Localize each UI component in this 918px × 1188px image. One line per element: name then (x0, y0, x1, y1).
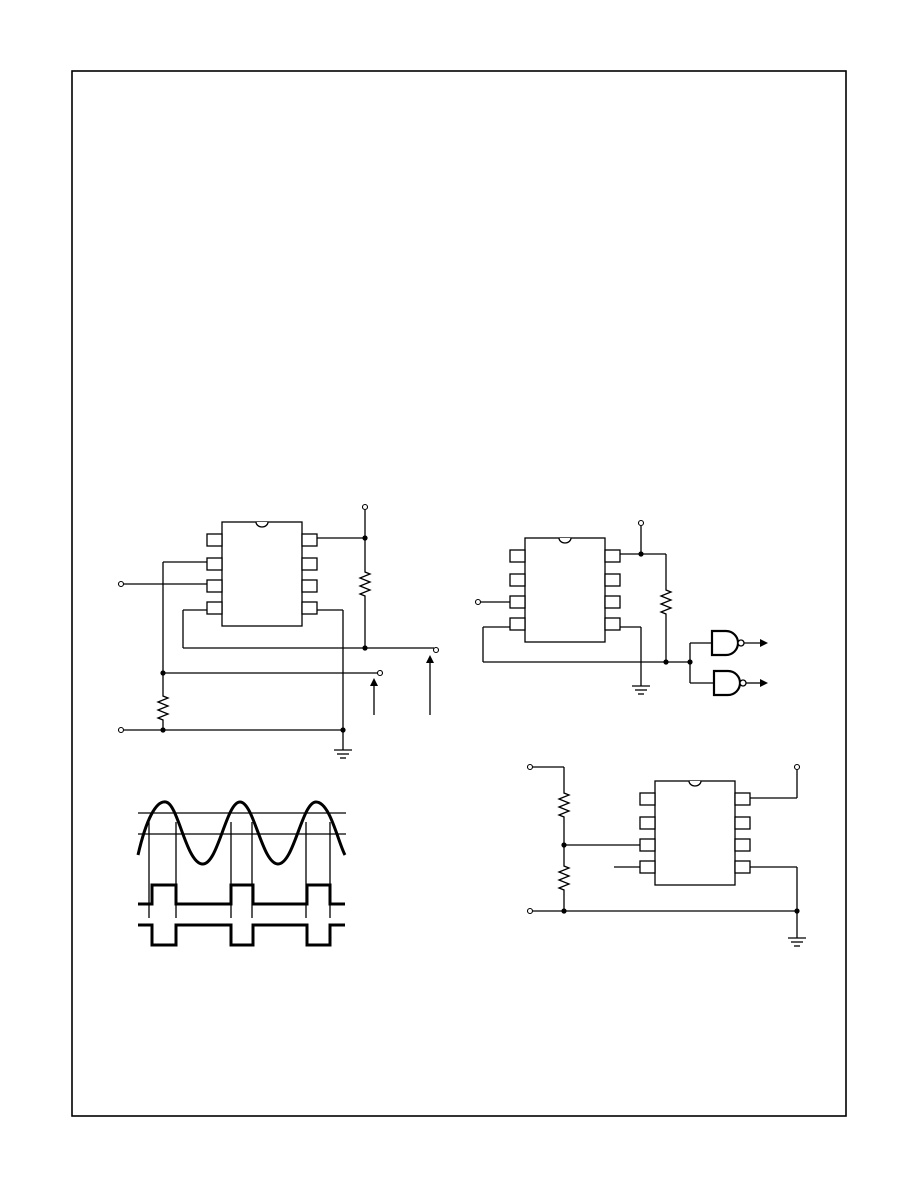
input-terminal (474, 598, 482, 606)
output-terminal (432, 646, 440, 654)
arrow (426, 655, 434, 715)
supply-terminal (637, 519, 645, 527)
resistor (558, 859, 570, 897)
resistor (359, 565, 371, 603)
supply-terminal (793, 763, 801, 771)
nand-gate (712, 669, 748, 697)
resistor (660, 583, 672, 621)
output-terminal (376, 669, 384, 677)
square-wave (138, 923, 345, 947)
ic-8-pin (639, 780, 751, 886)
nand-gate (710, 629, 746, 657)
ic-8-pin (509, 537, 621, 643)
ic-8-pin (206, 521, 318, 627)
input-terminal (117, 580, 125, 588)
comparator-logic-circuit-top-right (474, 519, 768, 697)
ground (787, 927, 807, 947)
waveform-diagram (136, 800, 347, 947)
ground (631, 675, 651, 695)
supply-terminal (361, 503, 369, 511)
input-terminal (526, 907, 534, 915)
ground (333, 739, 353, 759)
sine-wave (136, 800, 347, 866)
comparator-circuit-top-left (117, 503, 440, 759)
page-frame (71, 70, 847, 1117)
divider-circuit-bottom-right (526, 763, 807, 947)
input-terminal (117, 726, 125, 734)
resistor (157, 689, 169, 727)
arrow (370, 678, 378, 715)
input-terminal (526, 763, 534, 771)
resistor (558, 786, 570, 824)
square-wave (138, 883, 345, 906)
